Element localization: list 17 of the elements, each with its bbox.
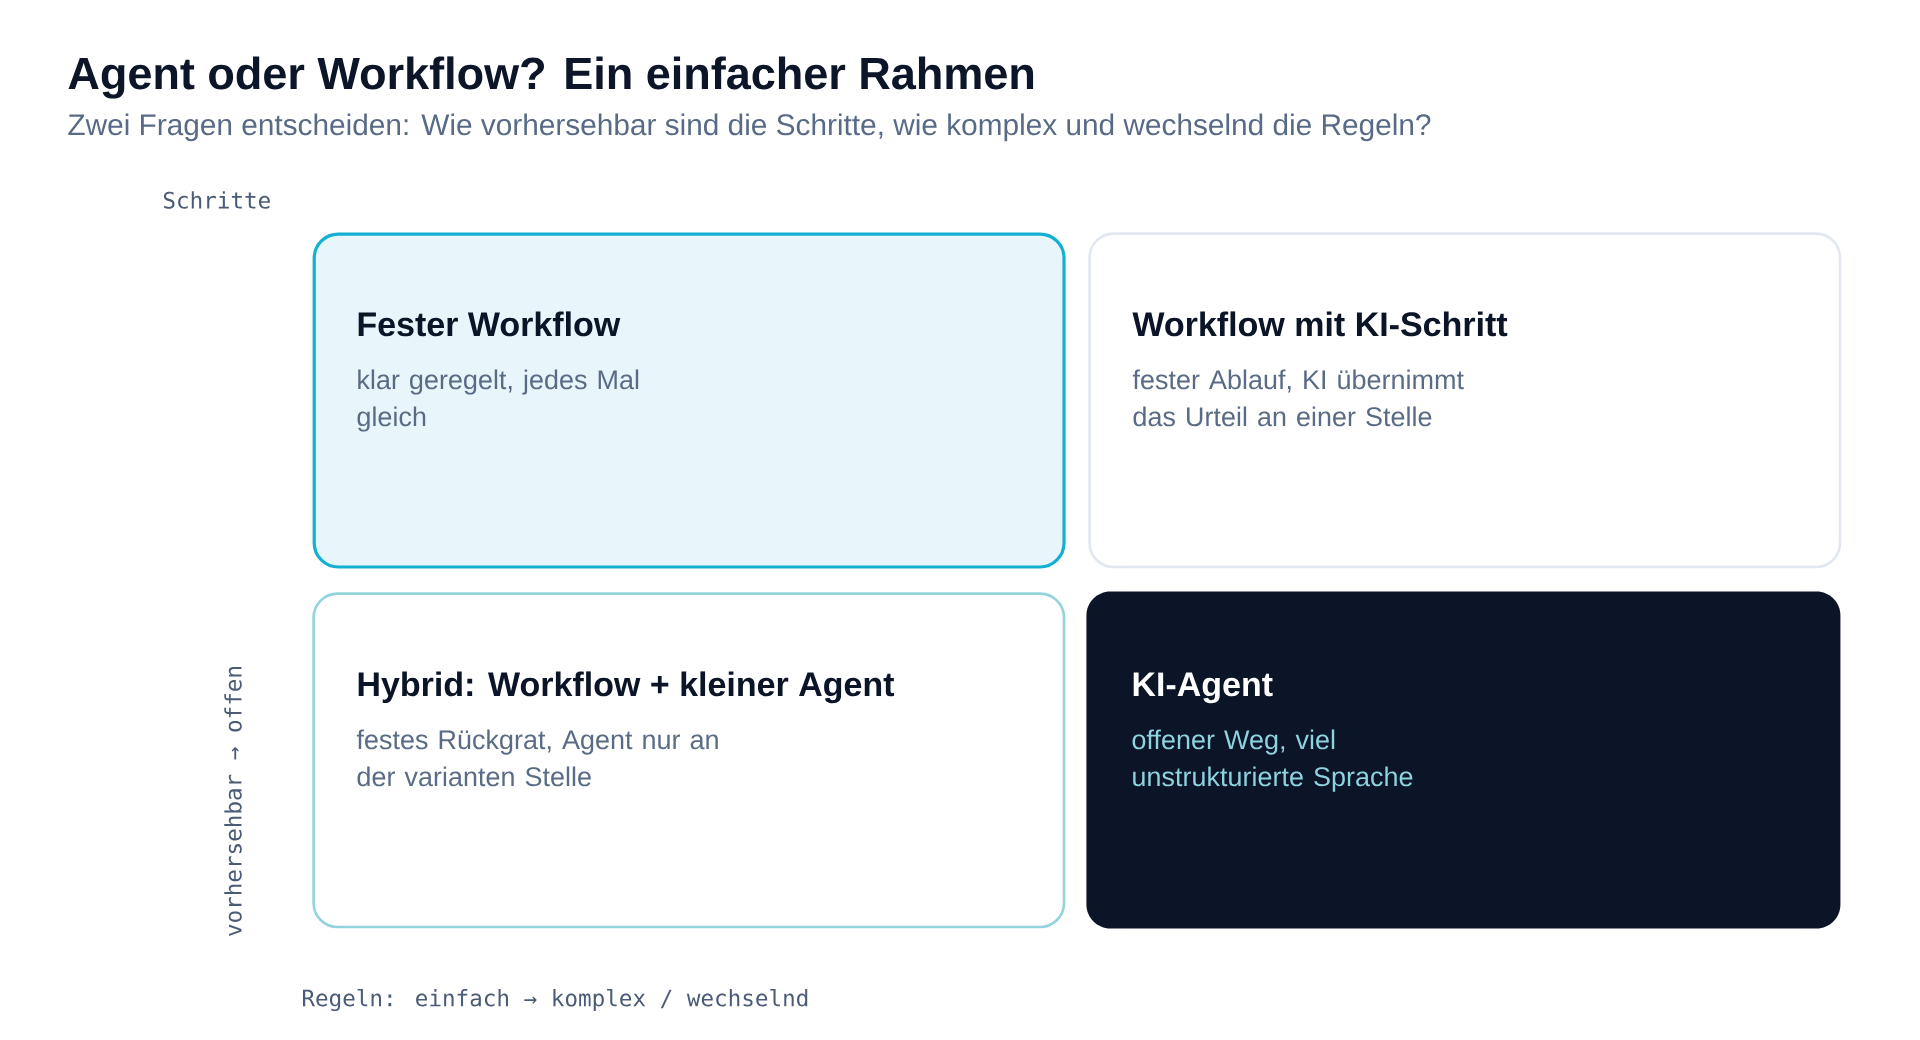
box-text: offener Weg, viel unstrukturierte Sprache [1132, 729, 1413, 792]
box-heading: KI-Agent [1133, 672, 1273, 704]
box-text: fester Ablauf, KI übernimmt das Urteil an einer Stelle [1132, 369, 1464, 427]
quadrant-box [1086, 591, 1841, 929]
quadrant-box [312, 232, 1066, 569]
title: Agent oder Workflow? Ein einfacher Rahmen [68, 56, 1034, 99]
box-text: klar geregelt, jedes Mal gleich [357, 369, 639, 432]
axis-label: vorhersehbar → offen [224, 667, 242, 936]
quadrant-box [1088, 232, 1842, 569]
box-heading: Hybrid: Workflow + kleiner Agent [358, 671, 895, 704]
box-text: festes Rückgrat, Agent nur an der varianten Stelle [356, 729, 718, 787]
axis-label: Schritte [163, 191, 270, 209]
subtitle: Zwei Fragen entscheiden: Wie vorhersehbar sind die Schritte, wie komplex und wechselnd die Regeln? [68, 113, 1431, 142]
axis-label: Regeln: einfach → komplex / wechselnd [303, 988, 808, 1012]
box-heading: Fester Workflow [358, 311, 621, 337]
box-heading: Workflow mit KI-Schritt [1132, 311, 1508, 337]
quadrant-box [312, 592, 1066, 929]
